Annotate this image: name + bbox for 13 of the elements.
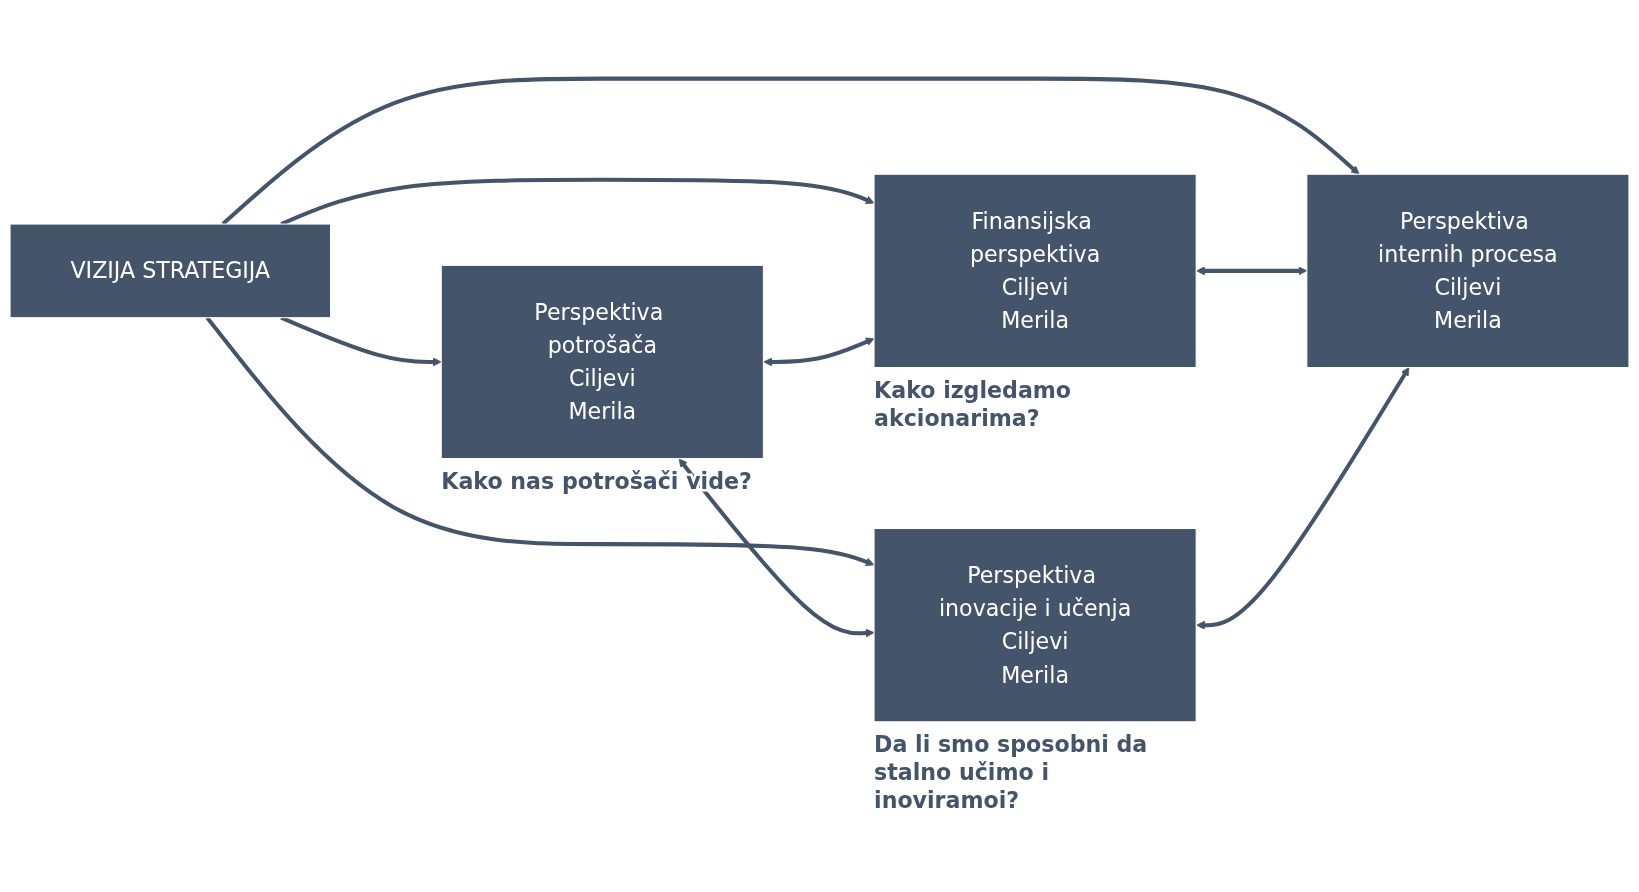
question-text: Da li smo sposobni da stalno učimo i inoviramoi? (874, 730, 1148, 814)
arrow (221, 76, 1360, 226)
node-box: Perspektiva internih procesa Ciljevi Merila (1306, 173, 1630, 368)
arrow (1196, 367, 1410, 630)
question-text: Kako izgledamo akcionarima? (874, 376, 1072, 431)
arrow (280, 177, 875, 226)
node-box: Finansijska perspektiva Ciljevi Merila (873, 173, 1197, 368)
node-box: VIZIJA STRATEGIJA (9, 223, 332, 319)
arrow (763, 337, 875, 367)
arrow (678, 458, 875, 638)
node-box: Perspektiva potrošača Ciljevi Merila (440, 264, 764, 460)
arrow (205, 316, 875, 567)
node-box: Perspektiva inovacije i učenja Ciljevi Merila (873, 528, 1197, 723)
